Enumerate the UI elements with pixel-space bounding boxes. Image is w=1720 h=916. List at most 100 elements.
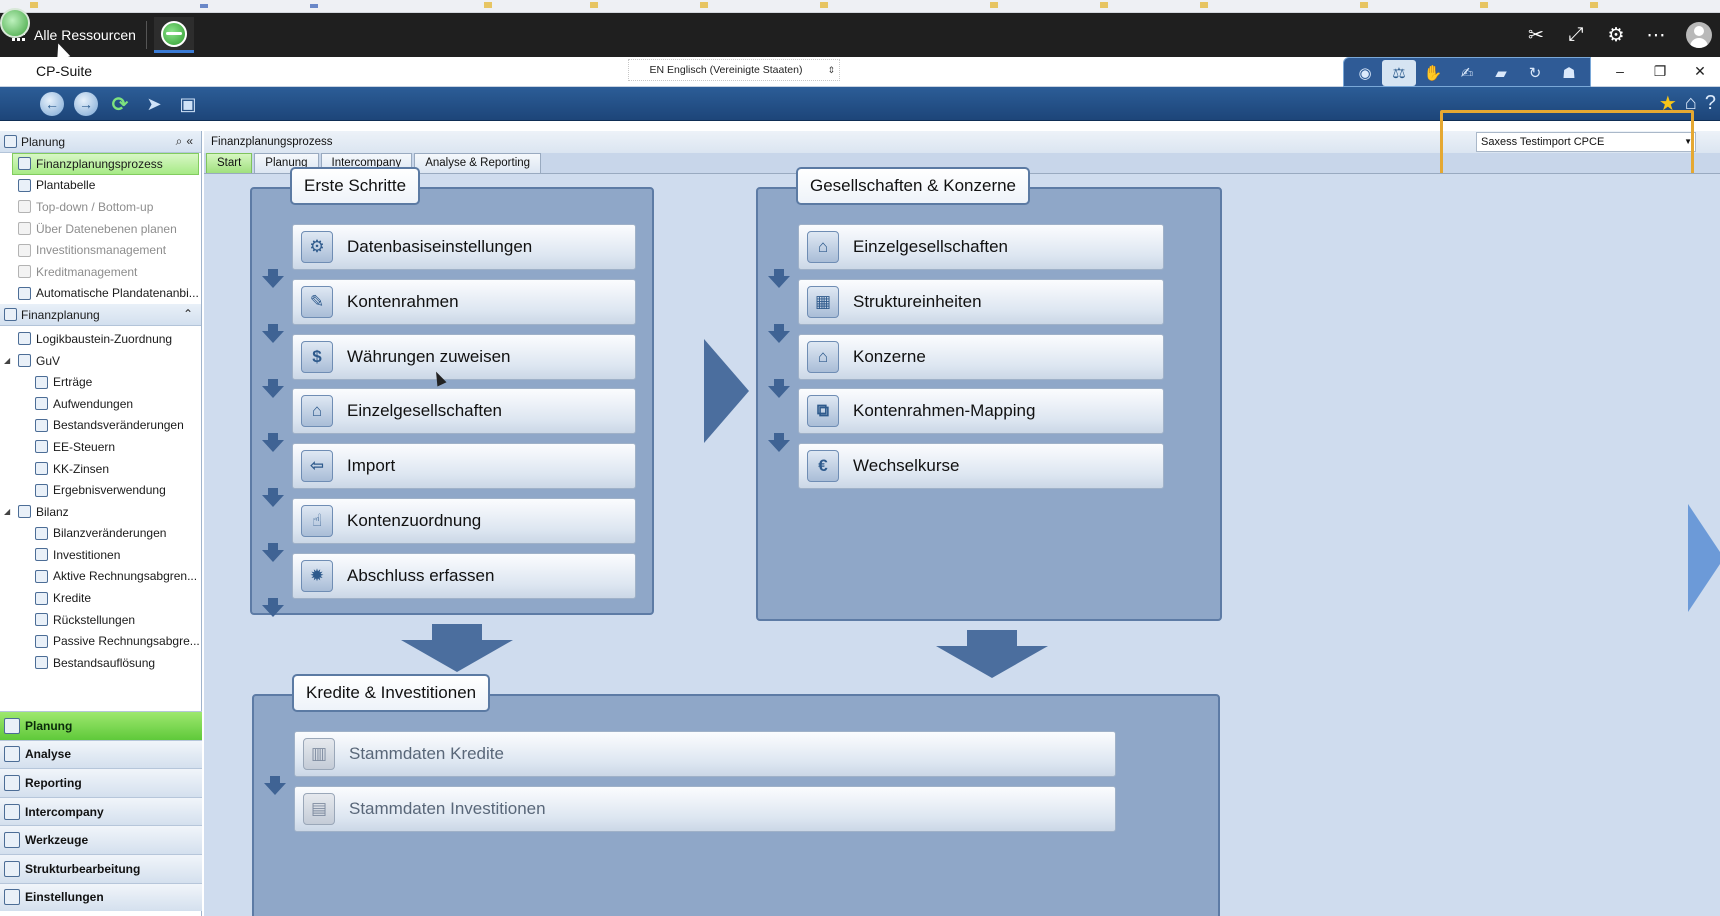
expand-caret-icon[interactable]: ◢ [4,356,11,366]
tree-item-kredite[interactable]: Kredite [0,587,201,609]
close-button[interactable]: ✕ [1694,63,1706,79]
main-content: Finanzplanungsprozess Saxess Testimport … [204,110,1720,916]
button-kontenrahmen-mapping[interactable]: ⧉Kontenrahmen-Mapping [798,388,1164,435]
expand-icon[interactable]: ⤢ [1568,24,1584,45]
button-datenbasiseinstellungen[interactable]: ⚙Datenbasiseinstellungen [292,224,636,270]
button-import[interactable]: ⇦Import [292,443,636,490]
dashboard-icon[interactable]: ◉ [1358,65,1372,82]
pin-off-icon[interactable]: ✂ [1528,24,1544,46]
help-icon[interactable]: ? [1704,92,1716,114]
divider [146,21,147,49]
forward-icon[interactable]: → [74,92,98,116]
sidebar-item-top-down-bottom-up[interactable]: Top-down / Bottom-up [0,196,201,218]
tree-item-label: Passive Rechnungsabgre... [53,634,200,649]
tree-item-aktive-rechnungsabgren[interactable]: Aktive Rechnungsabgren... [0,566,201,588]
tab-start[interactable]: Start [206,153,253,173]
minimize-button[interactable]: – [1616,63,1624,79]
tree-item-icon [18,332,31,346]
button-kontenzuordnung[interactable]: ☝Kontenzuordnung [292,498,636,544]
button-einzelgesellschaften[interactable]: ⌂Einzelgesellschaften [292,388,636,435]
nav-werkzeuge[interactable]: Werkzeuge [0,825,202,854]
refresh-cycle-icon[interactable]: ↻ [1528,65,1542,82]
nav-strukturbearbeitung[interactable]: Strukturbearbeitung [0,853,202,883]
button-waehrungen-zuweisen[interactable]: $Währungen zuweisen [292,333,636,380]
wechselkurse-icon: € [807,450,839,483]
tree-item-icon [35,569,48,583]
sidebar-item-ueber-datenebenen-planen[interactable]: Über Datenebenen planen [0,218,201,240]
tree-item-ergebnisverwendung[interactable]: Ergebnisverwendung [0,479,201,501]
button-label: Kontenzuordnung [347,511,482,530]
users-icon[interactable]: ☗ [1562,65,1576,82]
money-icon[interactable]: ▰ [1495,65,1507,82]
language-value: EN Englisch (Vereinigte Staaten) [649,64,803,76]
step-down-arrow-icon [262,543,284,562]
language-selector[interactable]: EN Englisch (Vereinigte Staaten)⇕ [628,59,840,81]
tab-analyse-reporting[interactable]: Analyse & Reporting [414,153,542,173]
tree-item-logikbaustein-zuordnung[interactable]: Logikbaustein-Zuordnung [0,328,201,350]
button-stammdaten-kredite[interactable]: ▥Stammdaten Kredite [294,731,1116,777]
nav-label: Reporting [25,775,82,790]
tree-item-passive-rechnungsabgre[interactable]: Passive Rechnungsabgre... [0,630,201,652]
sidebar-item-investitionsmanagement[interactable]: Investitionsmanagement [0,239,201,261]
tree-item-aufwendungen[interactable]: Aufwendungen [0,393,201,415]
tree-item-rueckstellungen[interactable]: Rückstellungen [0,609,201,631]
nav-einstellungen[interactable]: Einstellungen [0,882,202,912]
tree-item-guv[interactable]: ◢GuV [0,350,201,372]
tree-item-bilanzveraenderungen[interactable]: Bilanzveränderungen [0,523,201,545]
import-icon: ⇦ [301,450,333,483]
button-stammdaten-investitionen[interactable]: ▤Stammdaten Investitionen [294,785,1116,832]
tree-item-label: Logikbaustein-Zuordnung [36,331,173,346]
sidebar-item-plantabelle[interactable]: Plantabelle [0,175,201,197]
tree-item-bestandsaufloesung[interactable]: Bestandsauflösung [0,652,201,674]
collapse-icon[interactable]: ⌃ [182,307,197,322]
step-down-arrow-icon [262,269,284,288]
favorite-star-icon[interactable]: ★ [1658,93,1677,115]
navigate-icon[interactable]: ➤ [146,93,162,114]
nav-intercompany[interactable]: Intercompany [0,796,202,826]
avatar-icon[interactable] [1686,22,1712,48]
balance-icon[interactable]: ⚖ [1382,60,1416,86]
tree-item-label: Rückstellungen [53,612,136,627]
company-select[interactable]: Saxess Testimport CPCE▼ [1476,132,1696,152]
sidebar-item-kreditmanagement[interactable]: Kreditmanagement [0,261,201,283]
button-abschluss-erfassen[interactable]: ✹Abschluss erfassen [292,552,636,599]
sidebar-item-automatische-plandatenanbi[interactable]: Automatische Plandatenanbi... [0,283,201,305]
tree-item-ee-steuern[interactable]: EE-Steuern [0,436,201,458]
button-konzerne[interactable]: ⌂Konzerne [798,333,1164,380]
tree-item-icon [35,591,48,605]
refresh-icon[interactable]: ⟳ [111,93,129,116]
search-collapse-tools[interactable]: ⌕« [175,134,197,148]
abschluss-erfassen-icon: ✹ [301,559,333,592]
tab-planung[interactable]: Planung [254,153,319,173]
navigation-ribbon: ← → ⟳ ➤ ▣ ★ ⌂ ? [0,87,1720,121]
sidebar-section-finanzplanung[interactable]: Finanzplanung ⌃ [0,304,201,327]
nav-analyse[interactable]: Analyse [0,739,202,769]
window-icon[interactable]: ▣ [179,93,197,114]
tree-item-bilanz[interactable]: ◢Bilanz [0,501,201,523]
button-struktureinheiten[interactable]: ▦Struktureinheiten [798,278,1164,325]
nav-planung[interactable]: Planung [0,711,202,740]
all-resources-link[interactable]: Alle Ressourcen [34,27,136,43]
cp-suite-app-tab[interactable] [154,17,194,53]
tree-item-icon [35,375,48,389]
more-icon[interactable]: ⋯ [1646,24,1666,46]
sidebar-item-finanzplanungsprozess[interactable]: Finanzplanungsprozess [12,153,199,175]
expand-caret-icon[interactable]: ◢ [4,507,11,517]
gear-icon[interactable]: ⚙ [1607,24,1625,46]
button-wechselkurse[interactable]: €Wechselkurse [798,443,1164,490]
back-icon[interactable]: ← [40,92,64,116]
nav-reporting[interactable]: Reporting [0,768,202,797]
hand-icon[interactable]: ✋ [1423,65,1443,82]
tree-item-bestandsveraenderungen[interactable]: Bestandsveränderungen [0,415,201,437]
button-kontenrahmen[interactable]: ✎Kontenrahmen [292,278,636,325]
tree-item-ertraege[interactable]: Erträge [0,371,201,393]
restore-button[interactable]: ❐ [1653,63,1667,79]
stammdaten-kredite-icon: ▥ [303,738,335,770]
tree-item-investitionen[interactable]: Investitionen [0,544,201,566]
home-icon[interactable]: ⌂ [1684,92,1697,114]
highlight-annotation [1440,110,1694,181]
handshake-icon[interactable]: ✍ [1460,65,1474,82]
kontenrahmen-mapping-icon: ⧉ [807,395,839,428]
button-einzelgesellschaften[interactable]: ⌂Einzelgesellschaften [798,224,1164,270]
tree-item-kk-zinsen[interactable]: KK-Zinsen [0,458,201,480]
